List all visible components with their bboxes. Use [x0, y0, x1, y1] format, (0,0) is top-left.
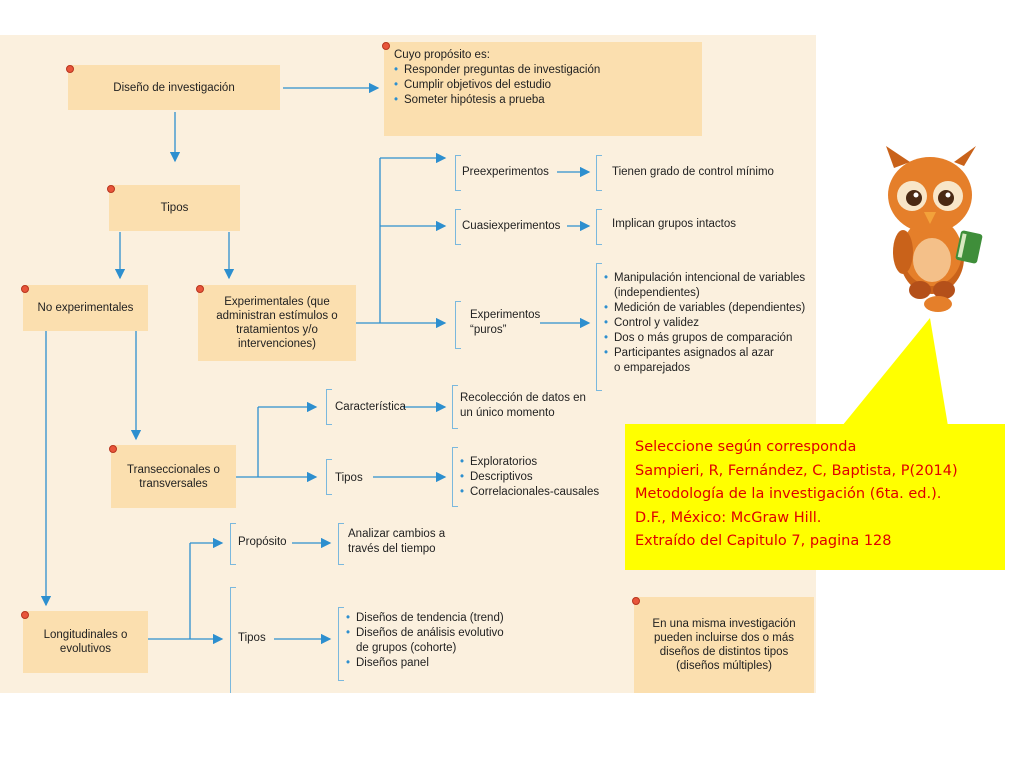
bracket-tipos-long [230, 587, 236, 693]
label-tipos-trans: Tipos [335, 471, 363, 486]
marker-dot [21, 285, 29, 293]
purpose-list: Responder preguntas de investigación Cum… [394, 63, 600, 108]
label-caracteristica: Característica [335, 400, 406, 415]
marker-dot [107, 185, 115, 193]
puros-item: (independientes) [604, 286, 805, 301]
puros-item: Participantes asignados al azar [604, 346, 805, 361]
purpose-item: Responder preguntas de investigación [394, 63, 600, 78]
callout-line: Extraído del Capitulo 7, pagina 128 [635, 530, 1005, 554]
puros-item: Dos o más grupos de comparación [604, 331, 805, 346]
tipos-trans-list: Exploratorios Descriptivos Correlacional… [460, 455, 599, 500]
tipos-long-item: Diseños de tendencia (trend) [346, 611, 504, 626]
bracket-puros [455, 301, 461, 349]
callout-line: D.F., México: McGraw Hill. [635, 507, 1005, 531]
bracket-preexperimentos-desc [596, 155, 602, 191]
tipos-long-item: Diseños de análisis evolutivo [346, 626, 504, 641]
puros-item: o emparejados [604, 361, 805, 376]
tipos-trans-item: Exploratorios [460, 455, 599, 470]
reference-callout: Seleccione según corresponda Sampieri, R… [625, 424, 1005, 570]
label-cuasiexperimentos-desc: Implican grupos intactos [612, 217, 736, 232]
purpose-item: Cumplir objetivos del estudio [394, 78, 600, 93]
marker-dot [21, 611, 29, 619]
label-experimentos-puros: Experimentos “puros” [470, 308, 542, 338]
puros-item: Manipulación intencional de variables [604, 271, 805, 286]
callout-line: Seleccione según corresponda [635, 436, 1005, 460]
node-tipos: Tipos [109, 185, 240, 231]
puros-item: Medición de variables (dependientes) [604, 301, 805, 316]
bracket-cuasi-desc [596, 209, 602, 245]
label-caracteristica-desc: Recolección de datos en un único momento [460, 391, 596, 421]
node-experimentales: Experimentales (que administran estímulo… [198, 285, 356, 361]
purpose-item: Someter hipótesis a prueba [394, 93, 600, 108]
marker-dot [109, 445, 117, 453]
bracket-proposito [230, 523, 236, 565]
owl-mascot-icon [872, 140, 992, 315]
bracket-puros-list [596, 263, 602, 391]
marker-dot [66, 65, 74, 73]
note-box: En una misma investigación pueden inclui… [634, 597, 814, 693]
tipos-long-item: Diseños panel [346, 656, 504, 671]
bracket-tipos-trans [326, 459, 332, 495]
diagram-canvas: Diseño de investigación Cuyo propósito e… [0, 35, 816, 693]
marker-dot [382, 42, 390, 50]
label-proposito: Propósito [238, 535, 287, 550]
tipos-long-item: de grupos (cohorte) [346, 641, 504, 656]
label-preexperimentos-desc: Tienen grado de control mínimo [612, 165, 774, 180]
tipos-trans-item: Descriptivos [460, 470, 599, 485]
bracket-tipos-long-list [338, 607, 344, 681]
label-tipos-long: Tipos [238, 631, 266, 646]
callout-line: Sampieri, R, Fernández, C, Baptista, P(2… [635, 460, 1005, 484]
node-no-experimentales: No experimentales [23, 285, 148, 331]
puros-item: Control y validez [604, 316, 805, 331]
callout-line: Metodología de la investigación (6ta. ed… [635, 483, 1005, 507]
node-longitudinales: Longitudinales o evolutivos [23, 611, 148, 673]
bracket-preexperimentos [455, 155, 461, 191]
node-proposito-lista: Cuyo propósito es: Responder preguntas d… [384, 42, 702, 136]
callout-tail [840, 318, 960, 428]
tipos-long-list: Diseños de tendencia (trend) Diseños de … [346, 611, 504, 671]
label-preexperimentos: Preexperimentos [462, 165, 549, 180]
bracket-proposito-desc [338, 523, 344, 565]
label-cuasiexperimentos: Cuasiexperimentos [462, 219, 560, 234]
bracket-caracteristica-desc [452, 385, 458, 429]
puros-list: Manipulación intencional de variables (i… [604, 271, 805, 376]
label-proposito-desc: Analizar cambios a través del tiempo [348, 527, 478, 557]
node-transeccionales: Transeccionales o transversales [111, 445, 236, 508]
purpose-heading: Cuyo propósito es: [394, 48, 600, 63]
node-diseno-investigacion: Diseño de investigación [68, 65, 280, 110]
bracket-tipos-trans-list [452, 447, 458, 507]
bracket-caracteristica [326, 389, 332, 425]
marker-dot [632, 597, 640, 605]
marker-dot [196, 285, 204, 293]
tipos-trans-item: Correlacionales-causales [460, 485, 599, 500]
bracket-cuasi [455, 209, 461, 245]
